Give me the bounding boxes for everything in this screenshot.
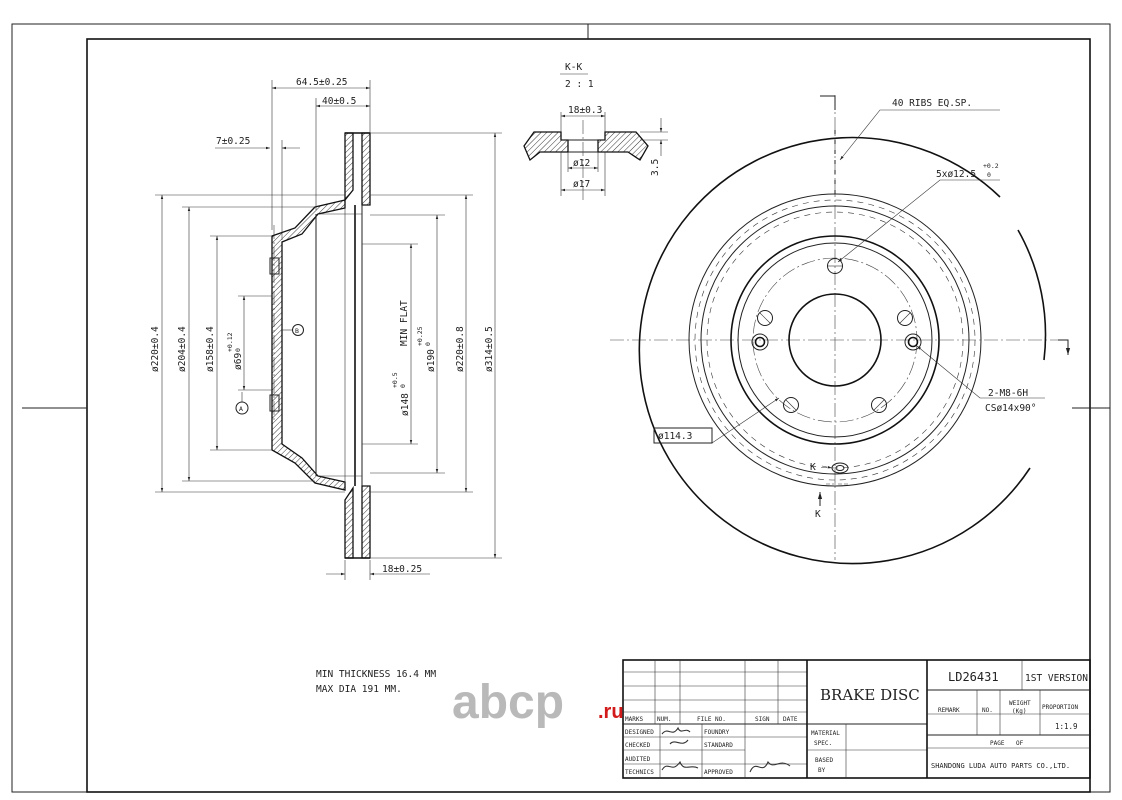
section-dimensions: 64.5±0.25 40±0.5 7±0.25 ø220±0.4 ø204±0.… [150,77,502,580]
datum-b: B [295,327,299,335]
detail-view-kk: K-K 2 : 1 18±0.3 3.5 ø12 ø17 [523,62,668,200]
center-bore [788,293,882,387]
dim-overall-depth: 64.5±0.25 [296,77,347,88]
tb-foundry: FOUNDRY [704,729,730,736]
dim-disc-thickness: 18±0.25 [382,564,422,575]
section-mark-k-bottom: K [815,509,821,520]
detail-width: 18±0.3 [568,105,602,116]
hat-wall [271,199,346,491]
front-view: 40 RIBS EQ.SP. 5xø12.5 +0.2 0 2-M8-6H CS… [610,95,1071,565]
label-bolt-tol-upper: +0.2 [983,162,999,170]
tb-weight-2: (Kg) [1012,708,1026,715]
datum-a: A [239,405,243,413]
rotor-cheek-lower [344,485,354,559]
datum-a-bubble [235,401,249,415]
title-block: MARKS NUM. FILE NO. SIGN DATE DESIGNED C… [622,659,1091,779]
detail-height: 3.5 [650,159,661,176]
bolt-holes [757,258,913,413]
dim-d148-tol-upper: +0.5 [391,372,399,388]
dim-d190: ø190 [426,349,437,372]
tb-page: PAGE [990,740,1005,747]
tb-audited: AUDITED [625,756,651,763]
detail-outer-dia: ø17 [573,179,590,190]
section-view [269,132,371,559]
notes: MIN THICKNESS 16.4 MM MAX DIA 191 MM. [316,669,436,695]
dim-d158: ø158±0.4 [205,326,216,372]
dim-d190-tol-lower: 0 [424,342,432,346]
disc-outer-edge [638,136,1031,565]
dim-hat-depth: 40±0.5 [322,96,356,107]
dim-d204: ø204±0.4 [177,326,188,372]
hat-outer-circle [730,235,940,445]
label-bolt-holes: 5xø12.5 [936,169,976,180]
tb-based-2: BY [818,767,826,774]
detail-label: K-K [565,62,582,73]
tb-of: OF [1016,740,1024,747]
tb-version: 1ST VERSION [1025,673,1088,684]
label-thread: 2-M8-6H [988,388,1028,399]
dim-d69-tol-lower: 0 [234,348,242,352]
tb-sign: SIGN [755,716,770,723]
tb-proportion-label: PROPORTION [1042,704,1079,711]
detail-scale: 2 : 1 [565,79,594,90]
tb-part-number: LD26431 [948,670,999,684]
dim-d148: ø148 [400,393,411,416]
datum-b-bubble [292,324,304,336]
tb-technics: TECHNICS [625,769,654,776]
tb-no: NO. [982,707,993,714]
tb-checked: CHECKED [625,742,651,749]
tb-standard: STANDARD [704,742,733,749]
section-mark-k-top: K [810,462,816,473]
dim-d220-inner: ø220±0.8 [455,326,466,372]
note-min-thickness: MIN THICKNESS 16.4 MM [316,669,436,680]
tb-designed: DESIGNED [625,729,654,736]
tb-date: DATE [783,716,798,723]
tb-marks: MARKS [625,716,643,723]
dim-flange-thickness: 7±0.25 [216,136,250,147]
tb-based-1: BASED [815,757,833,764]
label-countersink: CSø14x90° [985,403,1036,414]
tb-material-2: SPEC. [814,740,832,747]
tb-file-no: FILE NO. [697,716,726,723]
tb-approved: APPROVED [704,769,733,776]
detail-inner-dia: ø12 [573,158,590,169]
dim-d148-tol-lower: 0 [399,384,407,388]
centering-marks [22,24,1110,409]
tb-num: NUM. [657,716,671,723]
signatures [661,726,791,773]
label-bolt-tol-lower: 0 [987,171,991,179]
label-pcd: ø114.3 [658,431,692,442]
threaded-holes [751,333,922,351]
dim-d69-tol-upper: +0.12 [226,332,234,352]
tb-material-1: MATERIAL [811,730,840,737]
dim-d314: ø314±0.5 [484,326,495,372]
dim-d69: ø69 [233,353,244,370]
watermark-logo: abcp .ru [452,676,624,729]
rotor-cheek-upper [344,132,354,202]
watermark-text: abcp [452,676,564,729]
dim-d190-tol-upper: +0.25 [416,326,424,346]
dim-d220-outer: ø220±0.4 [150,326,161,372]
tb-company: SHANDONG LUDA AUTO PARTS CO.,LTD. [931,762,1070,770]
tb-proportion-value: 1:1.9 [1055,722,1078,731]
note-max-dia: MAX DIA 191 MM. [316,684,402,695]
tb-remark: REMARK [938,707,960,714]
label-min-flat: MIN FLAT [399,300,410,346]
tb-title: BRAKE DISC [820,686,920,704]
watermark-suffix: .ru [598,701,624,723]
tb-weight-1: WEIGHT [1009,700,1031,707]
label-ribs: 40 RIBS EQ.SP. [892,98,972,109]
